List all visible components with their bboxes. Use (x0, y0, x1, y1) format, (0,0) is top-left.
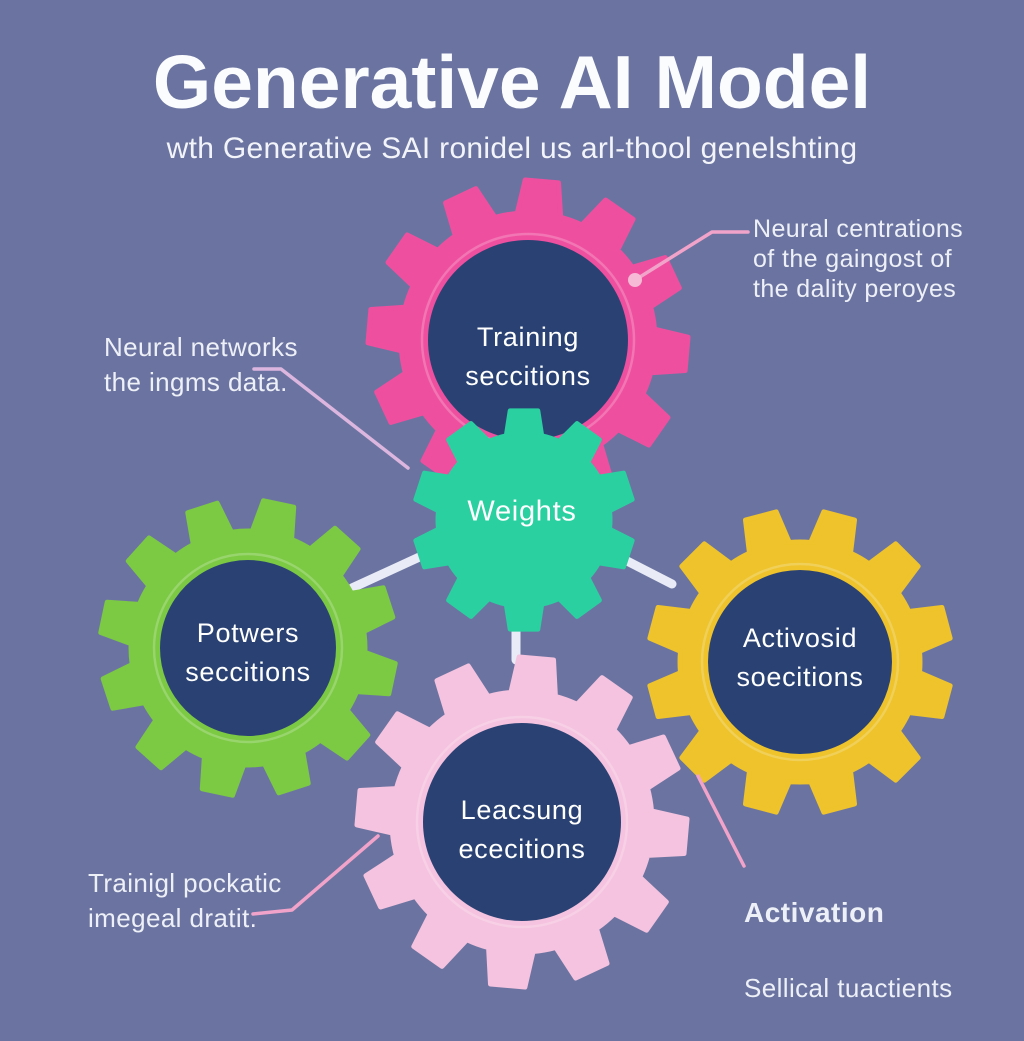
gear-weights-shape (413, 408, 635, 632)
gear-label-line: Leacsung (460, 795, 584, 825)
gear-label-line: ececitions (458, 834, 586, 864)
annotation-line-0 (633, 230, 750, 282)
annotation-heading: Activation (744, 897, 885, 928)
gear-label-line: Training (476, 322, 580, 352)
gear-label-line: soecitions (736, 662, 864, 692)
annotation-line-dot (628, 273, 642, 287)
gear-label-line: seccitions (465, 361, 591, 391)
gear-powers-ring (152, 552, 344, 744)
gear-label-training: Training seccitions (465, 318, 591, 396)
gear-label-line: seccitions (185, 657, 311, 687)
gear-label-line: Activosid (742, 623, 858, 653)
gear-learning-disc (423, 723, 621, 921)
gear-powers-disc (160, 560, 336, 736)
annotation-top-right: Neural centrations of the gaingost of th… (753, 215, 964, 303)
gear-label-line: Weights (467, 495, 577, 528)
annotation-bottom-right: Activation Sellical tuactients (744, 860, 952, 1041)
gear-activation-disc (708, 570, 892, 754)
annotation-line-1 (252, 367, 410, 470)
gear-learning-ring (415, 715, 629, 929)
annotation-bottom-left: Trainigl pockatic imegeal dratit. (88, 868, 282, 933)
page-title: Generative AI Model (152, 40, 872, 124)
gear-label-line: Potwers (196, 618, 300, 648)
gear-activation-ring (700, 562, 900, 762)
gear-label-weights: Weights (467, 493, 576, 532)
gear-label-powers: Potwers seccitions (185, 614, 311, 692)
annotation-line-2 (251, 834, 380, 916)
gear-label-learning: Leacsung ececitions (458, 791, 585, 869)
annotation-text: Sellical tuactients (744, 973, 953, 1003)
page-subtitle: wth Generative SAI ronidel us arl-thool … (166, 132, 858, 165)
gear-label-activation: Activosid soecitions (736, 619, 863, 697)
annotation-left: Neural networks the ingms data. (104, 332, 298, 397)
annotation-line-3 (696, 774, 746, 868)
gear-training-disc (428, 240, 628, 440)
